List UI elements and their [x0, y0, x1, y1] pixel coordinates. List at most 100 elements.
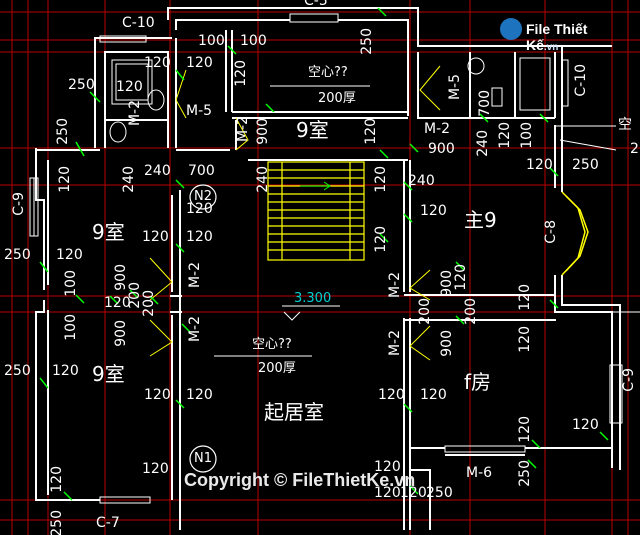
tag-m2-center-upper: M-2 [187, 262, 203, 289]
dim-label: 900 [439, 330, 455, 357]
tag-m2-top: M-2 [235, 116, 251, 143]
dim-label: 900 [113, 264, 129, 291]
dim-label: 250 [68, 77, 95, 93]
room-left-upper-label: 9室 [92, 220, 125, 244]
dim-label: 120 [526, 157, 553, 173]
stair-arrow [300, 181, 331, 191]
elevation-label: 3.300 [294, 291, 332, 306]
tag-c7: C-7 [96, 515, 120, 531]
dim-label: 120 [186, 55, 213, 71]
dim-label: 700 [188, 163, 215, 179]
tag-n1: N1 [194, 451, 212, 466]
dim-label: 900 [439, 270, 455, 297]
dim-label: 700 [477, 90, 493, 117]
leaders [214, 85, 640, 357]
dim-label: 120 [363, 118, 379, 145]
void-top-label: 空心?? [308, 65, 348, 80]
dim-label: 120 [186, 387, 213, 403]
dim-label: 120 [49, 466, 65, 493]
dim-label: 120 [142, 461, 169, 477]
void-top-thickness: 200厚 [318, 91, 356, 106]
dim-label: 120 [400, 485, 427, 501]
dim-label: 100 [240, 33, 267, 49]
void-mid-thickness: 200厚 [258, 361, 296, 376]
dim-label: 120 [233, 60, 249, 87]
copyright-watermark: Copyright © FileThietKe.vn [184, 470, 416, 490]
dim-label: 120 [517, 326, 533, 353]
dimension-ticks [39, 7, 609, 501]
void-mid-label: 空心?? [252, 337, 292, 352]
dim-label: 900 [428, 141, 455, 157]
dim-label: 120 [373, 166, 389, 193]
dim-label: 120 [56, 247, 83, 263]
bay-window-c8 [561, 191, 589, 276]
tag-m6: M-6 [466, 465, 493, 481]
dim-label: 120 [517, 284, 533, 311]
tag-m2-right-top: M-2 [424, 121, 451, 137]
window-marks [29, 13, 623, 504]
dim-label: 240 [255, 166, 271, 193]
tag-m5-right: M-5 [447, 74, 463, 101]
dim-label: 250 [572, 157, 599, 173]
dim-label: 120 [374, 485, 401, 501]
dim-label: 240 [144, 163, 171, 179]
dim-label: 900 [113, 320, 129, 347]
dim-label: 120 [52, 363, 79, 379]
dim-label: 120 [378, 387, 405, 403]
dim-label: 120 [144, 387, 171, 403]
dim-label: 900 [255, 118, 271, 145]
room-top-label: 9室 [296, 118, 329, 142]
tag-c9-left: C-9 [11, 192, 27, 216]
dim-label: 250 [4, 363, 31, 379]
dim-label: 100 [63, 270, 79, 297]
dim-label: 200 [417, 298, 433, 325]
dim-label: 120 [142, 229, 169, 245]
dim-label: 120 [57, 166, 73, 193]
dim-label: 120 [116, 79, 143, 95]
dim-label: 120 [572, 417, 599, 433]
dim-label: 250 [49, 510, 65, 535]
dim-label: 100 [519, 122, 535, 149]
elevation-marker [282, 305, 340, 321]
dim-label: 120 [373, 226, 389, 253]
tag-two-right: 2 [630, 141, 639, 157]
tag-m2-left-bath: M-2 [127, 100, 143, 127]
tag-m2-center-lower: M-2 [187, 316, 203, 343]
dim-label: 250 [517, 460, 533, 487]
dim-label: 250 [4, 247, 31, 263]
brand-watermark: File Thiết Kế.vn [500, 16, 608, 53]
living-room-label: 起居室 [264, 400, 324, 424]
tag-m5-left: M-5 [186, 103, 213, 119]
dim-label: 100 [63, 314, 79, 341]
dim-label: 120 [420, 203, 447, 219]
n-markers [189, 184, 217, 473]
room-left-lower-label: 9室 [92, 362, 125, 386]
dim-label: 120 [497, 122, 513, 149]
tag-m2-right-lower: M-2 [387, 330, 403, 357]
brand-name: File Thiết Kế.vn [526, 21, 588, 53]
dim-label: 250 [359, 28, 375, 55]
dim-label: 240 [475, 130, 491, 157]
f-room-label: f房 [464, 370, 492, 394]
dim-label: 120 [186, 229, 213, 245]
master-bedroom-label: 主9 [464, 208, 497, 232]
dim-label: 250 [426, 485, 453, 501]
dim-label: 120 [144, 55, 171, 71]
dim-label: 240 [121, 166, 137, 193]
dim-label: 240 [408, 173, 435, 189]
tag-c10-top: C-10 [122, 15, 155, 31]
brand-logo-icon [500, 18, 522, 40]
dim-label: 200 [463, 298, 479, 325]
dim-label: 120 [374, 459, 401, 475]
stair [267, 161, 365, 261]
tag-m2-right-upper: M-2 [387, 272, 403, 299]
dim-label: 120 [104, 295, 131, 311]
tag-c9-right: C-9 [621, 368, 637, 392]
dim-label: 120 [186, 201, 213, 217]
tag-kong-right: 空 [618, 117, 632, 133]
dim-label: 250 [55, 118, 71, 145]
door-swings [149, 65, 441, 361]
